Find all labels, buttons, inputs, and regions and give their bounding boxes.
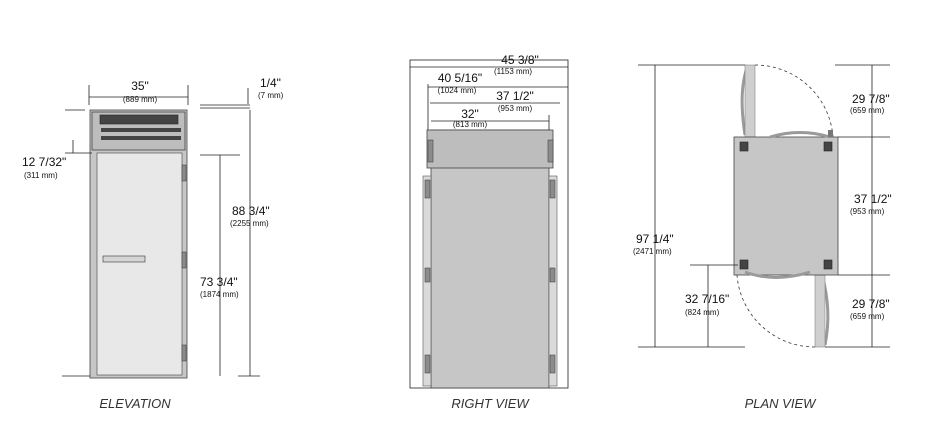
right-hinge-3 <box>424 354 431 374</box>
plan-hinge-pin <box>828 130 833 137</box>
elevation-vent-2 <box>101 136 181 140</box>
elevation-door-top-metric: (311 mm) <box>24 171 58 180</box>
right-depth-a-metric: (1024 mm) <box>438 86 477 95</box>
elevation-view: 35" (889 mm) 1/4" (7 mm) 12 7/32" (311 m… <box>22 76 284 411</box>
elevation-hinge-bottom <box>181 344 187 362</box>
plan-view: 97 1/4" (2471 mm) 29 7/8" (659 mm) 37 1/… <box>633 64 892 411</box>
plan-swing-arc-bottom <box>736 274 816 348</box>
plan-arc-bottom <box>744 270 811 279</box>
elevation-width-metric: (889 mm) <box>123 95 158 104</box>
plan-body-metric: (953 mm) <box>850 207 885 216</box>
plan-lower-value: 32 7/16" <box>685 292 729 306</box>
plan-bottom-swing-metric: (659 mm) <box>850 312 885 321</box>
right-overall-metric: (1153 mm) <box>494 67 532 76</box>
right-hinge-1 <box>424 179 431 199</box>
right-depth-b-metric: (953 mm) <box>498 104 533 113</box>
plan-arc-top <box>769 131 831 139</box>
right-depth-b-value: 37 1/2" <box>496 89 534 103</box>
plan-door-open-bottom <box>814 274 826 348</box>
right-hinge-2 <box>424 267 431 283</box>
plan-corner-2 <box>823 141 833 152</box>
plan-cabinet <box>733 136 839 276</box>
elevation-hinge-top <box>181 164 187 182</box>
elevation-door-top-value: 12 7/32" <box>22 155 66 169</box>
right-top-bracket-right <box>547 139 554 163</box>
elevation-door-handle <box>102 255 146 263</box>
elevation-gap-metric: (7 mm) <box>258 91 284 100</box>
elevation-door-height-value: 73 3/4" <box>200 275 238 289</box>
elevation-width-value: 35" <box>131 79 149 93</box>
plan-body-value: 37 1/2" <box>854 192 892 206</box>
elevation-label: ELEVATION <box>99 396 171 411</box>
right-hinge-4 <box>549 179 556 199</box>
elevation-height-metric: (2255 mm) <box>230 219 269 228</box>
plan-bottom-swing-value: 29 7/8" <box>852 297 890 311</box>
right-depth-c-metric: (813 mm) <box>453 120 488 129</box>
right-overall-value: 45 3/8" <box>501 53 539 67</box>
plan-total-value: 97 1/4" <box>636 232 674 246</box>
plan-top-swing-metric: (659 mm) <box>850 106 885 115</box>
plan-lower-metric: (824 mm) <box>685 308 720 317</box>
elevation-hinge-mid <box>181 251 187 269</box>
right-view: 45 3/8" (1153 mm) 40 5/16" (1024 mm) 37 … <box>409 53 569 411</box>
elevation-door-height-metric: (1874 mm) <box>200 290 239 299</box>
plan-corner-4 <box>823 259 833 270</box>
right-top-panel <box>426 129 554 169</box>
plan-total-metric: (2471 mm) <box>633 247 672 256</box>
plan-door-open-top <box>744 64 756 138</box>
plan-corner-1 <box>739 141 749 152</box>
right-depth-c-value: 32" <box>461 107 479 121</box>
right-top-bracket-left <box>427 139 434 163</box>
elevation-door <box>96 152 183 376</box>
elevation-grille <box>99 114 179 125</box>
right-view-label: RIGHT VIEW <box>451 396 530 411</box>
plan-view-label: PLAN VIEW <box>745 396 818 411</box>
right-cabinet <box>430 129 550 389</box>
elevation-gap-value: 1/4" <box>260 76 281 90</box>
plan-top-swing-value: 29 7/8" <box>852 92 890 106</box>
elevation-vent-1 <box>101 128 181 132</box>
elevation-height-value: 88 3/4" <box>232 204 270 218</box>
plan-corner-3 <box>739 259 749 270</box>
right-depth-a-value: 40 5/16" <box>438 71 482 85</box>
plan-swing-arc-top <box>754 64 834 138</box>
right-hinge-6 <box>549 354 556 374</box>
right-hinge-5 <box>549 267 556 283</box>
